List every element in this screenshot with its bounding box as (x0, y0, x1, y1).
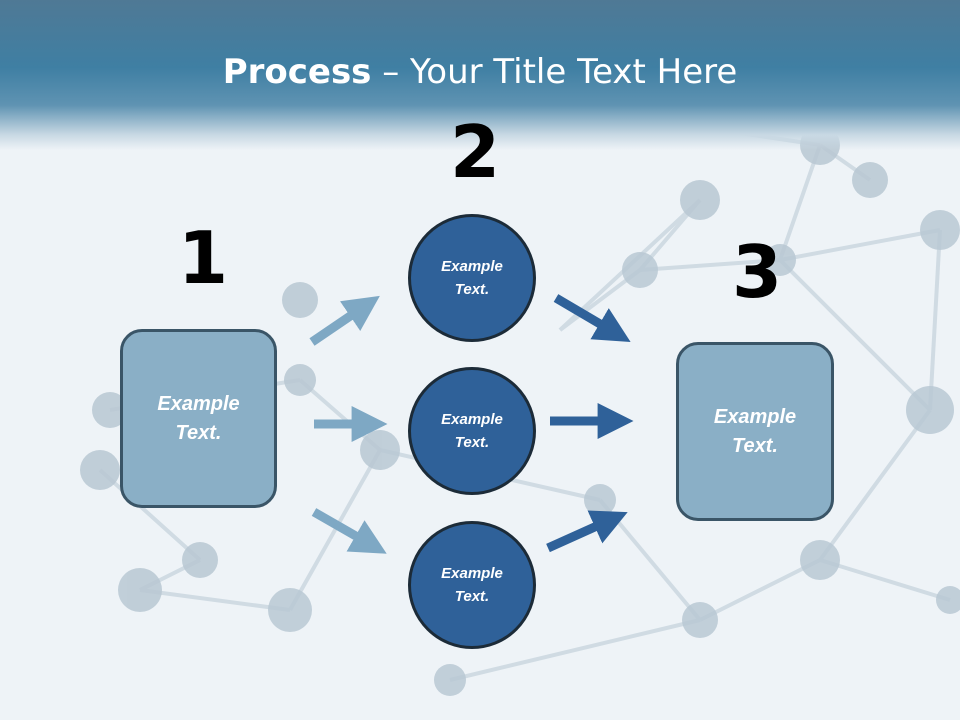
title-bold: Process (222, 52, 372, 92)
step-number-1: 1 (178, 216, 229, 300)
step-1-box: Example Text. (120, 329, 277, 508)
step-2-circle-middle: Example Text. (408, 367, 536, 495)
step-1-label: Example Text. (157, 392, 240, 444)
arrow-1-to-top (309, 295, 380, 346)
step-2-circle-top: Example Text. (408, 214, 536, 342)
arrow-bottom-to-3 (546, 510, 628, 553)
title-rest: – Your Title Text Here (371, 52, 738, 92)
circle-middle-label: Example Text. (441, 411, 503, 451)
step-2-circle-bottom: Example Text. (408, 521, 536, 649)
step-3-label: Example Text. (713, 405, 797, 457)
circle-top-label: Example Text. (441, 258, 503, 298)
step-number-2: 2 (450, 110, 501, 194)
arrow-top-to-3 (553, 294, 631, 342)
circle-bottom-label: Example Text. (441, 565, 503, 605)
title-banner (0, 0, 960, 150)
step-3-box: Example Text. (676, 342, 834, 521)
slide-title: Process – Your Title Text Here (0, 52, 960, 92)
step-number-3: 3 (732, 230, 783, 314)
arrow-1-to-bottom (311, 508, 387, 554)
